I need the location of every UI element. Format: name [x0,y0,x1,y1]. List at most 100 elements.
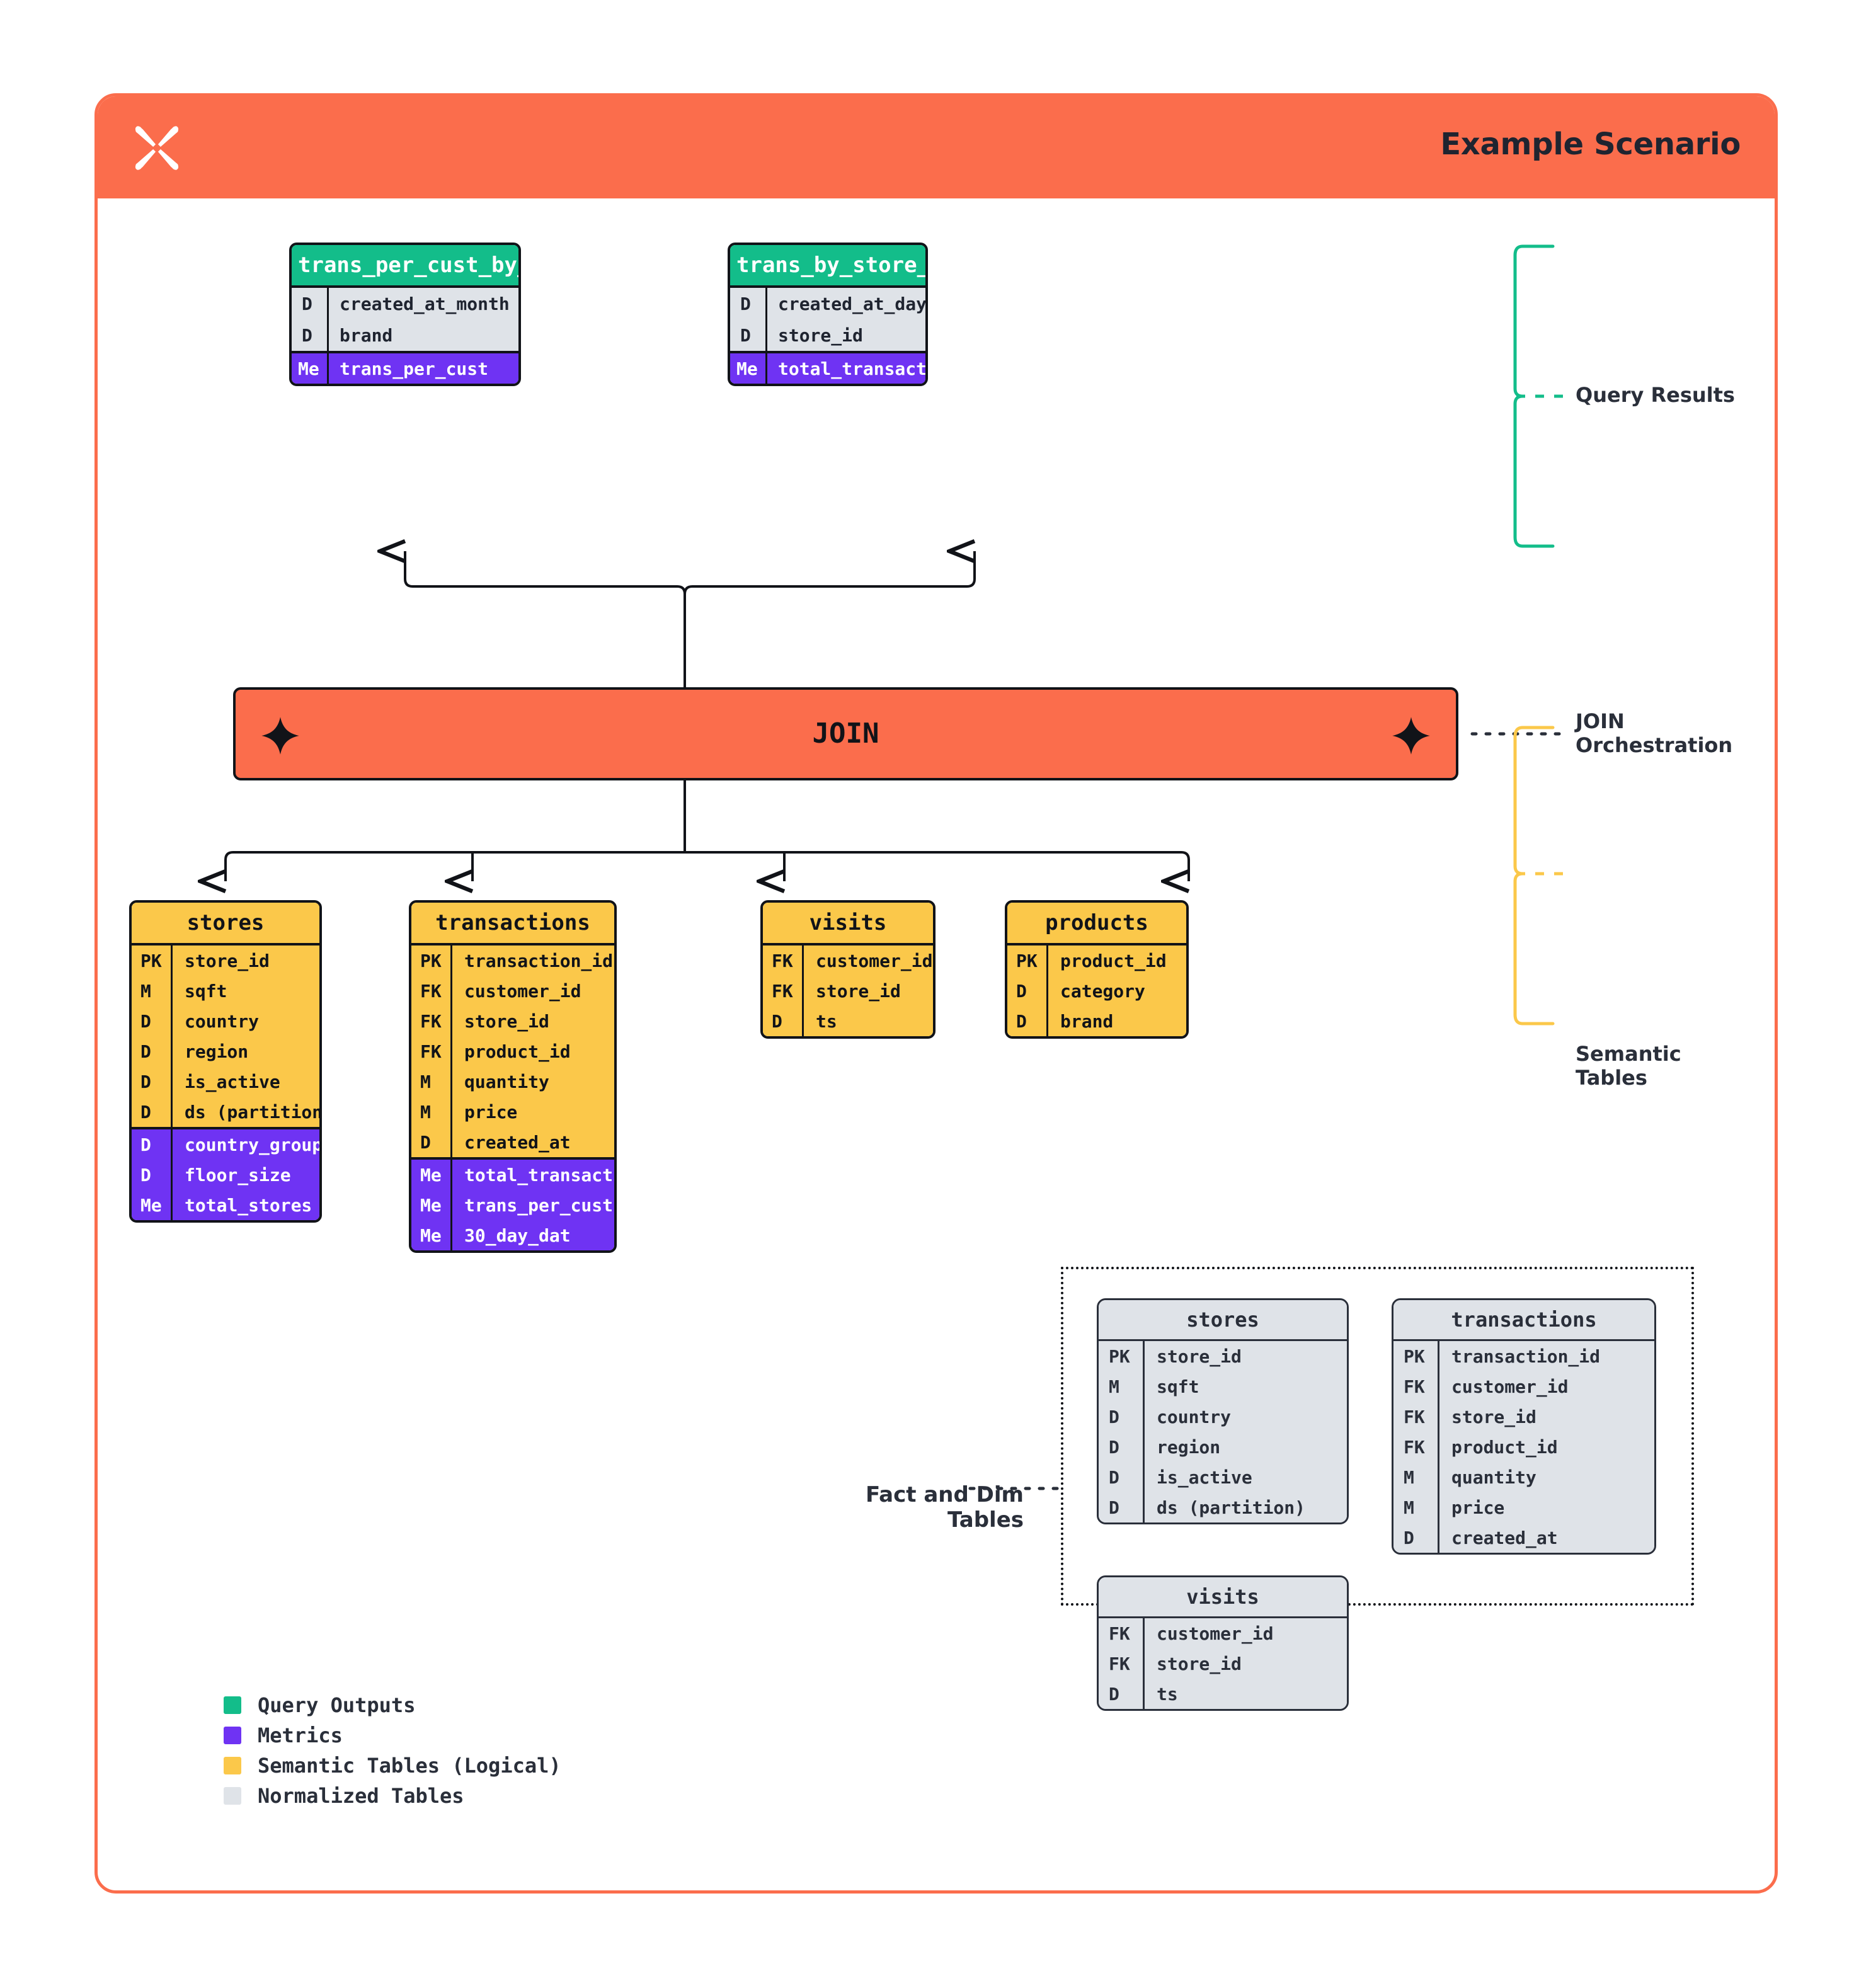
join-orchestration-bar[interactable]: JOIN [233,687,1458,780]
row-key: PK [140,950,162,971]
column-divider [450,1066,452,1097]
row-key: FK [1404,1376,1425,1397]
table-title: trans_by_store_day [730,245,925,288]
table-title: transactions [1393,1300,1654,1341]
row-field: customer_id [464,980,581,1002]
row-field: ds (partition) [1157,1497,1306,1518]
row-field: store_id [464,1010,549,1032]
row-field: price [464,1101,518,1123]
row-key: D [140,1101,151,1123]
row-key: PK [1109,1345,1130,1367]
column-divider [450,976,452,1006]
row-key: FK [420,1041,442,1062]
card-header: Example Scenario [98,96,1775,198]
fact-and-dim-group [1061,1267,1694,1606]
row-key: D [1016,980,1027,1002]
query-result-table-trans-per-cust-by-brand-month[interactable]: trans_per_cust_by_brand_month D created_… [289,243,521,386]
column-divider [450,1190,452,1220]
row-key: D [1109,1497,1119,1518]
row-field: trans_per_cust [464,1194,614,1216]
table-row: D store_id [730,319,925,351]
column-divider [1438,1371,1439,1402]
table-row: FK store_id [763,976,933,1006]
column-divider [171,1160,173,1190]
column-divider [1046,976,1048,1006]
row-field: product_id [464,1041,571,1062]
legend-color-swatch [224,1757,241,1774]
row-field: price [1451,1497,1505,1518]
column-divider [450,1006,452,1036]
column-divider [1438,1432,1439,1462]
row-field: store_id [1157,1345,1242,1367]
column-divider [1046,1006,1048,1036]
row-key: D [140,1134,151,1155]
row-field: quantity [464,1071,549,1092]
annotation-text-line1: JOIN [1576,709,1625,733]
row-key: D [140,1164,151,1185]
row-key: FK [1404,1406,1425,1427]
row-field: store_id [185,950,270,971]
row-key: FK [772,980,793,1002]
row-field: brand [1060,1010,1114,1032]
legend-color-swatch [224,1727,241,1744]
row-field: customer_id [1157,1623,1274,1644]
row-field: region [1157,1436,1221,1458]
row-field: created_at [1451,1527,1558,1548]
row-key: PK [1016,950,1038,971]
legend-item: Semantic Tables (Logical) [224,1754,561,1778]
row-key: PK [1404,1345,1425,1367]
row-key: D [140,1041,151,1062]
table-title: transactions [411,903,614,945]
column-divider [1143,1679,1145,1709]
row-key: D [140,1071,151,1092]
row-key: FK [772,950,793,971]
row-key: D [740,324,751,346]
row-field: ds (partition) [185,1101,322,1123]
query-result-table-trans-by-store-day[interactable]: trans_by_store_day D created_at_day D st… [728,243,928,386]
four-point-star-icon [1392,716,1431,755]
example-scenario-card: Example Scenario [94,93,1778,1894]
row-key: D [1109,1466,1119,1488]
row-field: store_id [1157,1653,1242,1674]
legend-label: Metrics [258,1723,343,1747]
row-key: M [420,1071,431,1092]
column-divider [1143,1618,1145,1648]
row-field: store_id [816,980,901,1002]
join-label: JOIN [812,717,879,750]
column-divider [1438,1522,1439,1553]
row-key: D [1109,1406,1119,1427]
row-field: sqft [185,980,227,1002]
column-divider [1438,1402,1439,1432]
annotation-text-line2: Orchestration [1576,733,1733,757]
annotation-text: Semantic Tables [1576,1042,1681,1090]
table-row: D created_at_day [730,288,925,319]
row-key: FK [1109,1653,1130,1674]
column-divider [1143,1341,1145,1371]
table-row: PK store_id [1099,1341,1347,1371]
column-divider [1143,1492,1145,1522]
legend-color-swatch [224,1787,241,1805]
row-key: D [1109,1683,1119,1705]
row-key: Me [420,1225,442,1246]
row-key: PK [420,950,442,971]
